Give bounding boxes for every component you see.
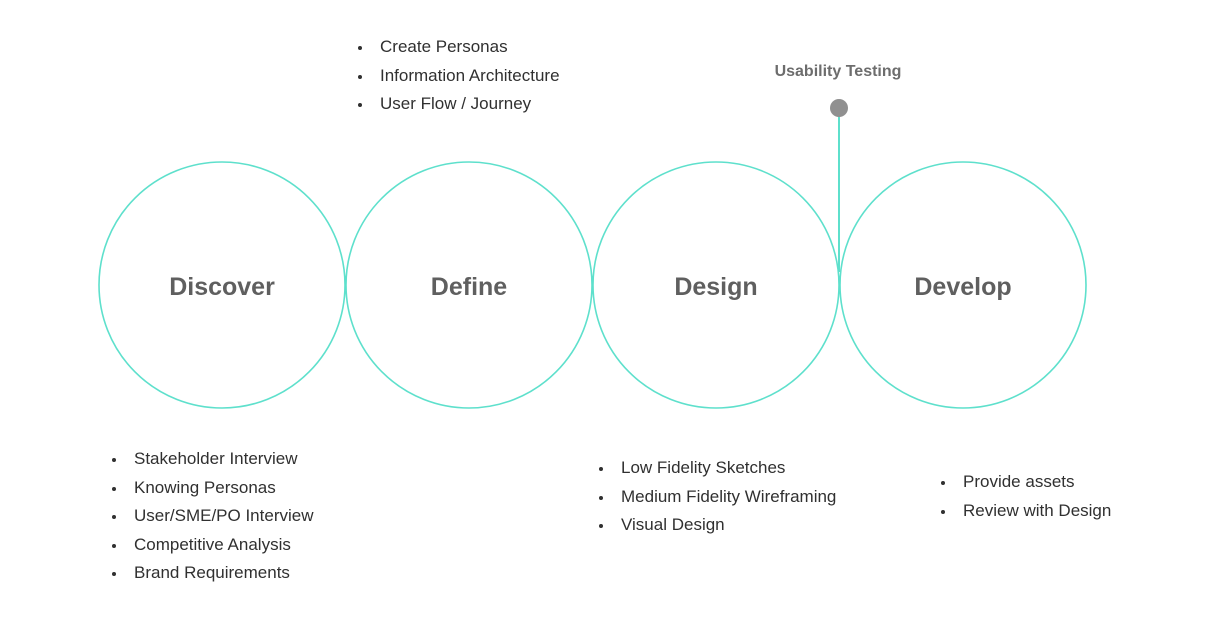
stage-label-discover: Discover [169,273,275,301]
stage-circle-develop [839,161,1087,409]
list-item: User/SME/PO Interview [110,502,314,531]
list-item: Competitive Analysis [110,531,314,560]
stage-label-develop: Develop [914,273,1012,301]
stage-circle-define [345,161,593,409]
discover-task-list: Stakeholder Interview Knowing Personas U… [110,445,314,588]
stage-label-define: Define [430,273,508,301]
list-item: Review with Design [939,497,1111,526]
list-item: Brand Requirements [110,559,314,588]
milestone-label: Usability Testing [774,63,902,80]
list-item: Visual Design [597,511,836,540]
develop-task-list: Provide assets Review with Design [939,468,1111,525]
milestone-marker [830,99,848,117]
stage-label-design: Design [674,273,758,301]
list-item: Create Personas [356,33,560,62]
list-item: Medium Fidelity Wireframing [597,483,836,512]
design-task-list: Low Fidelity Sketches Medium Fidelity Wi… [597,454,836,540]
stage-circle-discover [98,161,346,409]
list-item: Information Architecture [356,62,560,91]
list-item: Low Fidelity Sketches [597,454,836,483]
list-item: Stakeholder Interview [110,445,314,474]
list-item: Knowing Personas [110,474,314,503]
list-item: Provide assets [939,468,1111,497]
stage-circle-design [592,161,840,409]
list-item: User Flow / Journey [356,90,560,119]
define-task-list: Create Personas Information Architecture… [356,33,560,119]
